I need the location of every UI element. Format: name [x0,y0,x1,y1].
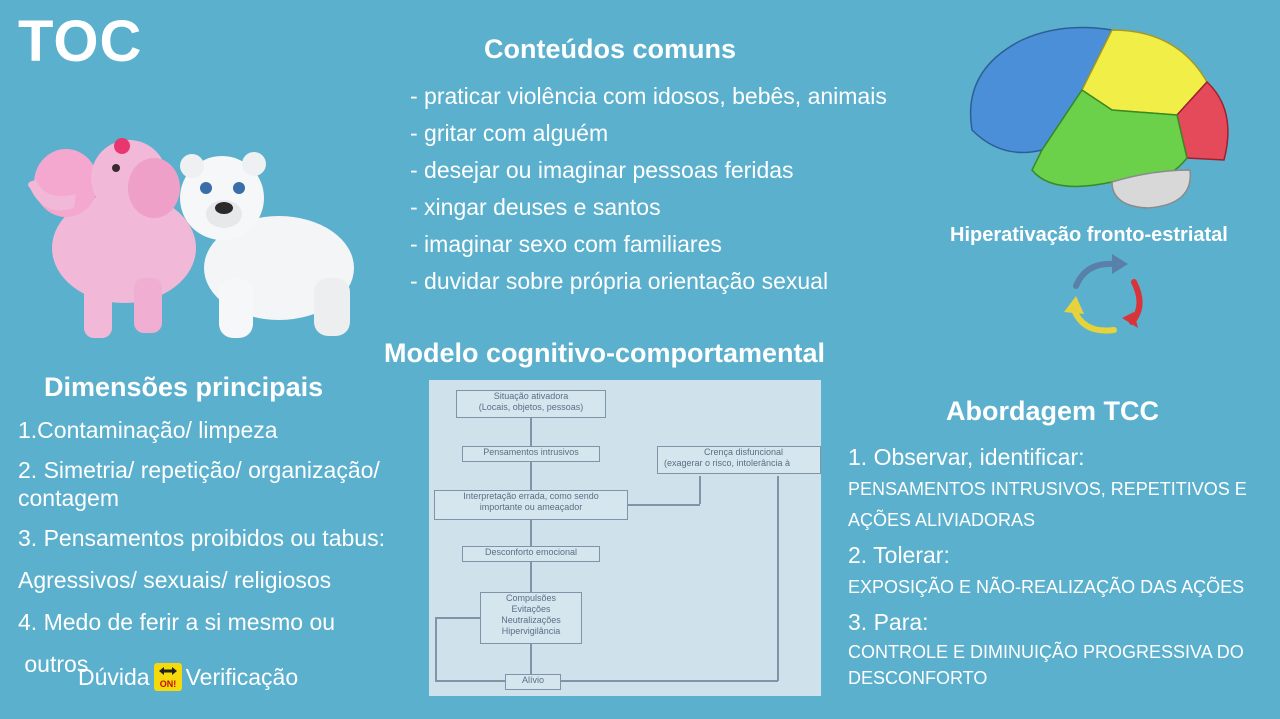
list-item: 4. Medo de ferir a si mesmo ou [18,609,336,635]
box-text: Interpretação errada, como sendo [463,491,599,501]
verification-label: Verificação [185,663,299,690]
diagram-box-emotional-discomfort: Desconforto emocional [462,546,600,562]
connector-line [560,680,778,682]
box-text: Desconforto emocional [484,547,578,557]
tcc-step-description: PENSAMENTOS INTRUSIVOS, REPETITIVOS E AÇ… [848,479,1247,530]
list-item: - gritar com alguém [410,120,609,146]
box-text: Hipervigilância [501,626,561,636]
connector-line [530,462,532,490]
dimensions-list: 1.Contaminação/ limpeza 2. Simetria/ rep… [18,414,418,690]
box-text: (exagerar o risco, intolerância à [664,458,791,468]
box-text: Situação ativadora [493,391,569,401]
list-item: 3. Pensamentos proibidos ou tabus: [18,525,385,551]
page-title: TOC [18,9,143,74]
cognitive-model-diagram: Situação ativadora (Locais, objetos, pes… [429,380,821,696]
list-item: 1.Contaminação/ limpeza [18,417,278,443]
box-text: Neutralizações [501,615,561,625]
tcc-step-description: CONTROLE E DIMINUIÇÃO PROGRESSIVA DO DES… [848,642,1244,688]
box-text: Evitações [511,604,551,614]
connector-line [777,476,779,681]
list-item: - xingar deuses e santos [410,194,661,220]
list-item: - praticar violência com idosos, bebês, … [410,83,887,109]
connector-line [530,562,532,592]
dimensions-heading: Dimensões principais [44,372,324,402]
list-item: - imaginar sexo com familiares [410,231,722,257]
elephant-image [28,138,196,338]
contents-heading: Conteúdos comuns [484,34,737,64]
connector-line [530,644,532,674]
box-text: Alívio [521,675,544,685]
connector-line [530,418,532,446]
box-text: importante ou ameaçador [479,502,583,512]
box-text: Pensamentos intrusivos [483,447,579,457]
tcc-heading: Abordagem TCC [946,396,1160,426]
doubt-verification-line: Dúvida ON! Verificação [78,663,298,691]
elephant-bear-illustration [28,138,354,338]
diagram-box-relief: Alívio [505,674,561,690]
diagram-box-misinterpretation: Interpretação errada, como sendo importa… [434,490,628,520]
contents-list: - praticar violência com idosos, bebês, … [410,78,887,300]
cycle-arrows-icon [1064,254,1143,334]
connector-line [435,617,480,619]
model-heading: Modelo cognitivo-comportamental [384,338,826,368]
box-text: Crença disfuncional [704,447,784,457]
box-text: (Locais, objetos, pessoas) [478,402,584,412]
connector-line [530,520,532,546]
list-item: - duvidar sobre própria orientação sexua… [410,268,829,294]
tcc-step-title: 1. Observar, identificar: [848,444,1085,470]
brain-image [969,26,1229,209]
connector-line [627,504,700,506]
tcc-step-title: 2. Tolerar: [848,542,950,568]
connector-line [699,476,701,504]
diagram-box-dysfunctional-belief: Crença disfuncional (exagerar o risco, i… [657,446,821,474]
list-item: outros [18,651,89,677]
tcc-step-title: 3. Para: [848,609,929,635]
list-item: 2. Simetria/ repetição/ organização/ con… [18,457,380,511]
connector-line [435,617,437,681]
list-item: - desejar ou imaginar pessoas feridas [410,157,794,183]
svg-text:ON!: ON! [159,679,176,689]
on-switch-icon: ON! [153,663,182,691]
polar-bear-image [180,152,354,338]
tcc-steps: 1. Observar, identificar: PENSAMENTOS IN… [848,440,1278,693]
diagram-box-compulsions: Compulsões Evitações Neutralizações Hipe… [480,592,582,644]
diagram-box-intrusive-thoughts: Pensamentos intrusivos [462,446,600,462]
diagram-box-triggering-situation: Situação ativadora (Locais, objetos, pes… [456,390,606,418]
list-item: Agressivos/ sexuais/ religiosos [18,567,332,593]
doubt-label: Dúvida [78,663,150,690]
brain-caption: Hiperativação fronto-estriatal [950,224,1228,246]
box-text: Compulsões [505,593,557,603]
tcc-step-description: EXPOSIÇÃO E NÃO-REALIZAÇÃO DAS AÇÕES [848,577,1245,597]
connector-line [435,680,505,682]
